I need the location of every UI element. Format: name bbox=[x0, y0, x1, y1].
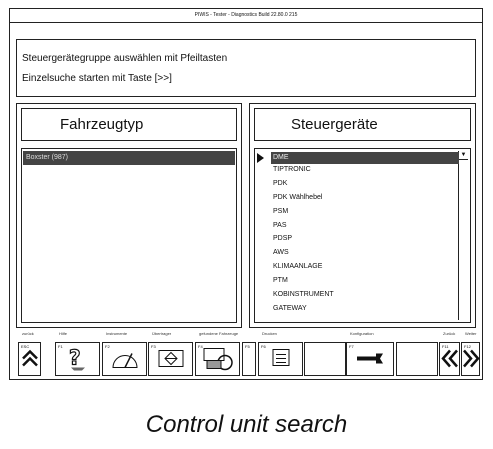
selection-pointer-icon bbox=[257, 153, 264, 163]
control-unit-item[interactable]: PTM bbox=[273, 277, 288, 285]
fkey-caption: Drucken bbox=[262, 331, 277, 336]
fkey-number: F11 bbox=[442, 344, 449, 349]
fkey-button-esc[interactable]: ESC bbox=[18, 342, 41, 376]
control-unit-item[interactable]: PSM bbox=[273, 207, 289, 215]
fkey-button-f6[interactable]: F6 bbox=[258, 342, 303, 376]
transfer-icon bbox=[156, 347, 186, 374]
control-unit-item[interactable]: KLIMAANLAGE bbox=[273, 263, 323, 271]
help-icon: ? bbox=[65, 344, 91, 376]
gauge-icon bbox=[110, 347, 140, 374]
fkey-number: ESC bbox=[21, 344, 30, 349]
fkey-number: F5 bbox=[245, 344, 250, 349]
fkey-button-blank[interactable] bbox=[396, 342, 438, 376]
fkey-caption: Weiter bbox=[465, 331, 477, 336]
figure-caption: Control unit search bbox=[145, 411, 348, 438]
chevron-up-icon bbox=[21, 348, 39, 373]
control-unit-item[interactable]: AWS bbox=[273, 249, 289, 257]
fkey-button-f7[interactable]: F7 bbox=[346, 342, 394, 376]
fkey-number: F7 bbox=[349, 344, 354, 349]
double-right-icon bbox=[461, 347, 481, 374]
fkey-caption: Instrumente bbox=[106, 331, 128, 336]
fkey-number: F12 bbox=[464, 344, 471, 349]
print-icon bbox=[268, 346, 294, 375]
control-unit-item[interactable]: KOBINSTRUMENT bbox=[273, 291, 334, 298]
fkey-button-f12[interactable]: F12 bbox=[461, 342, 480, 376]
control-units-heading: Steuergeräte bbox=[254, 108, 471, 141]
double-left-icon bbox=[440, 347, 460, 374]
fkey-caption: Zurück bbox=[443, 331, 456, 336]
fkey-number: F1 bbox=[58, 344, 63, 349]
control-unit-item[interactable]: PDK Wählhebel bbox=[273, 193, 323, 201]
fkey-number: F6 bbox=[261, 344, 266, 349]
fkey-button-f2[interactable]: F2 bbox=[102, 342, 147, 376]
fkey-button-f5[interactable]: F5 bbox=[242, 342, 256, 376]
control-unit-item[interactable]: TIPTRONIC bbox=[273, 165, 311, 173]
control-unit-item[interactable]: GATEWAY bbox=[273, 304, 307, 312]
control-unit-item[interactable]: PAS bbox=[273, 221, 287, 229]
control-unit-item[interactable]: PDK bbox=[273, 179, 288, 187]
vehicle-type-panel: Fahrzeugtyp Boxster (987) bbox=[16, 103, 242, 328]
window-title: PIWIS - Tester - Diagnostics Build 22.80… bbox=[10, 9, 482, 23]
instruction-line-2: Einzelsuche starten mit Taste [>>] bbox=[22, 73, 172, 84]
instructions-box: Steuergerätegruppe auswählen mit Pfeilta… bbox=[16, 39, 476, 97]
fkey-number: F2 bbox=[105, 344, 110, 349]
fkey-number: F4 bbox=[198, 344, 203, 349]
fkey-number: F3 bbox=[151, 344, 156, 349]
svg-text:?: ? bbox=[69, 345, 81, 369]
scroll-down-icon[interactable]: ▼ bbox=[459, 152, 468, 160]
tester-screen: PIWIS - Tester - Diagnostics Build 22.80… bbox=[9, 8, 483, 380]
vehicle-type-list[interactable]: Boxster (987) bbox=[21, 148, 237, 323]
vehicle-print-icon bbox=[201, 345, 235, 376]
vehicle-type-heading: Fahrzeugtyp bbox=[21, 108, 237, 141]
wrench-icon bbox=[354, 350, 386, 371]
fkey-button-f3[interactable]: F3 bbox=[148, 342, 193, 376]
vehicle-type-selected-item[interactable]: Boxster (987) bbox=[23, 151, 235, 165]
control-unit-item[interactable]: DME bbox=[271, 152, 459, 164]
list-scrollbar[interactable]: ▼ bbox=[458, 151, 468, 320]
fkey-button-f11[interactable]: F11 bbox=[439, 342, 460, 376]
fkey-caption: zurück bbox=[22, 331, 34, 336]
fkey-caption: gefundene Fahrzeuge bbox=[199, 331, 239, 336]
fkey-button-f4[interactable]: F4 bbox=[195, 342, 240, 376]
fkey-button-f1[interactable]: F1? bbox=[55, 342, 100, 376]
instruction-line-1: Steuergerätegruppe auswählen mit Pfeilta… bbox=[22, 53, 228, 64]
fkey-caption: Konfiguration bbox=[350, 331, 374, 336]
fkey-caption: Übertrager bbox=[152, 331, 172, 336]
control-unit-item[interactable]: PDSP bbox=[273, 235, 293, 243]
fkey-caption: Hilfe bbox=[59, 331, 68, 336]
fkey-button-blank[interactable] bbox=[304, 342, 346, 376]
